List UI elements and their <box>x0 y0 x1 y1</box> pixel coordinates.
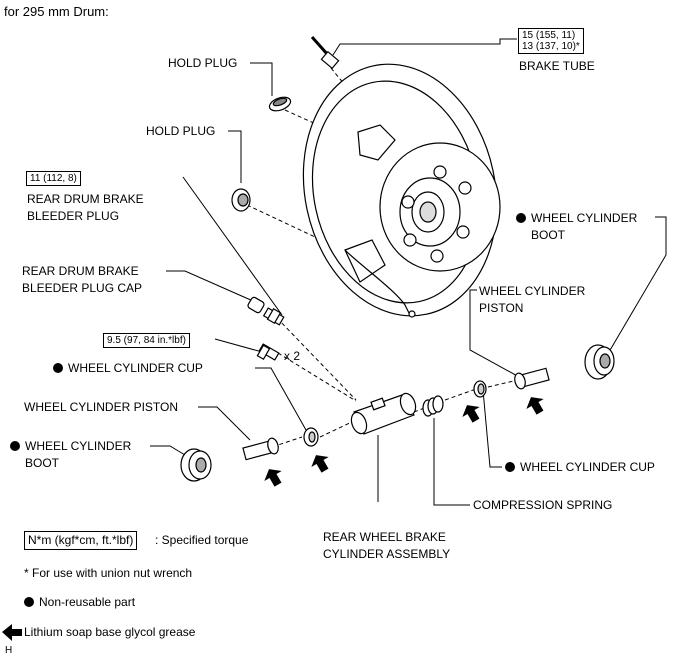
wc-piston-left-part <box>242 437 279 461</box>
leader-brake-tube <box>332 38 517 56</box>
label-hold-plug-mid: HOLD PLUG <box>146 124 216 138</box>
wc-piston-right-part <box>514 367 550 390</box>
legend-arrow-icon <box>2 624 22 641</box>
non-reusable-dot-icon <box>53 363 63 373</box>
leader-compression-spring <box>433 418 470 506</box>
torque-brake-tube: 15 (155, 11) 13 (137, 10)* <box>518 28 584 54</box>
label-wc-boot-left-2: BOOT <box>25 456 60 470</box>
label-wc-cup-left: WHEEL CYLINDER CUP <box>53 360 203 376</box>
label-text: WHEEL CYLINDER CUP <box>520 460 655 474</box>
grease-arrow-icon <box>462 405 480 423</box>
leader-hold-plug-mid <box>228 130 242 183</box>
wc-cup-right-part <box>473 380 487 398</box>
label-wc-piston-left: WHEEL CYLINDER PISTON <box>24 400 179 414</box>
label-hold-plug-top: HOLD PLUG <box>168 56 238 70</box>
non-reusable-dot-icon <box>505 462 515 472</box>
leader-wc-cup-left <box>255 367 307 431</box>
hold-plug-top-part <box>268 96 292 112</box>
label-text: WHEEL CYLINDER <box>531 211 638 225</box>
label-bolt-qty: x 2 <box>284 349 301 363</box>
wc-boot-right-part <box>584 344 615 380</box>
label-wc-cup-right: WHEEL CYLINDER CUP <box>505 459 655 475</box>
leader-wc-piston-left <box>198 406 251 441</box>
label-bleeder-plug-1: REAR DRUM BRAKE <box>27 192 144 206</box>
leader-bleeder-cap <box>166 270 254 302</box>
legend-torque-desc: : Specified torque <box>155 533 249 547</box>
torque-brake-tube-line1: 15 (155, 11) <box>522 30 576 41</box>
brake-tube-part <box>310 36 340 70</box>
non-reusable-dot-icon <box>516 213 526 223</box>
bleeder-cap-part <box>247 296 265 314</box>
leader-wc-boot-right <box>605 216 667 358</box>
legend-grease: Lithium soap base glycol grease <box>24 625 196 639</box>
grease-arrow-icon <box>526 397 544 415</box>
label-wc-boot-right-1: WHEEL CYLINDER <box>516 210 637 226</box>
wheel-cylinder-assembly-part <box>350 392 417 435</box>
label-text: WHEEL CYLINDER <box>25 439 132 453</box>
non-reusable-dot-icon <box>24 597 34 607</box>
label-text: WHEEL CYLINDER CUP <box>68 361 203 375</box>
leader-bolt <box>214 338 263 353</box>
bleeder-plug-part <box>262 307 285 326</box>
footer-code: H <box>5 645 13 656</box>
non-reusable-dot-icon <box>10 441 20 451</box>
label-wc-piston-right-1: WHEEL CYLINDER <box>479 284 586 298</box>
leader-wc-piston-right <box>469 289 522 379</box>
torque-bleeder-plug: 11 (112, 8) <box>26 171 81 186</box>
backing-plate <box>302 63 501 318</box>
grease-arrow-icon <box>264 469 282 487</box>
compression-spring-part <box>422 395 444 417</box>
legend-non-reusable: Non-reusable part <box>24 594 135 610</box>
grease-arrows <box>264 397 544 487</box>
grease-arrow-icon <box>311 455 329 473</box>
label-wc-boot-right-2: BOOT <box>531 228 566 242</box>
label-bleeder-plug-2: BLEEDER PLUG <box>27 209 120 223</box>
label-wc-piston-right-2: PISTON <box>479 301 524 315</box>
label-bleeder-cap-1: REAR DRUM BRAKE <box>22 264 139 278</box>
wc-boot-left-part <box>180 448 212 482</box>
label-compression-spring: COMPRESSION SPRING <box>473 498 613 512</box>
legend-text: Non-reusable part <box>39 595 136 609</box>
label-assembly-1: REAR WHEEL BRAKE <box>323 530 446 544</box>
label-brake-tube: BRAKE TUBE <box>519 59 595 73</box>
label-assembly-2: CYLINDER ASSEMBLY <box>323 547 451 561</box>
wc-cup-left-part <box>303 427 319 447</box>
page-title: for 295 mm Drum: <box>4 4 109 19</box>
leader-wc-cup-right <box>482 389 502 468</box>
torque-brake-tube-line2: 13 (137, 10)* <box>522 41 580 52</box>
label-wc-boot-left-1: WHEEL CYLINDER <box>10 438 131 454</box>
leader-bleeder-plug <box>182 176 283 316</box>
torque-bolt: 9.5 (97, 84 in.*lbf) <box>103 333 190 348</box>
leader-hold-plug-top <box>250 62 273 96</box>
leader-wc-boot-left <box>150 445 186 456</box>
hold-plug-mid-part <box>231 188 251 212</box>
bolt-part <box>256 343 280 361</box>
label-bleeder-cap-2: BLEEDER PLUG CAP <box>22 281 143 295</box>
legend-torque-box: N*m (kgf*cm, ft.*lbf) <box>24 531 138 550</box>
legend-union-note: * For use with union nut wrench <box>24 566 193 580</box>
